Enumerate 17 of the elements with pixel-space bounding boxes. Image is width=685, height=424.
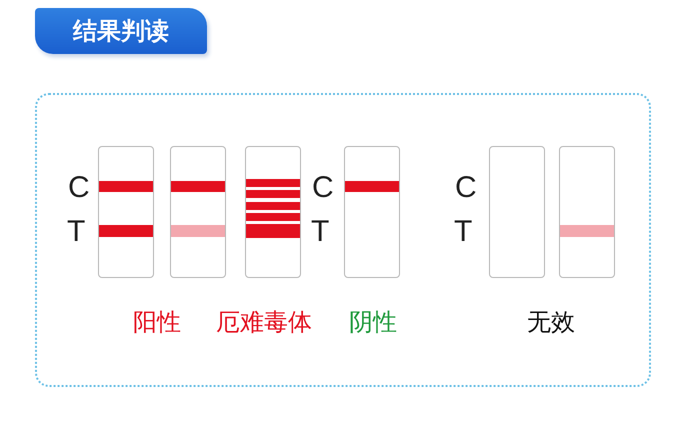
line-letter: C <box>455 173 477 203</box>
test-strip <box>245 146 301 278</box>
test-strip <box>489 146 545 278</box>
test-strip <box>98 146 154 278</box>
result-label: 阴性 <box>349 308 397 336</box>
line-letter: C <box>68 173 90 203</box>
line-letter: T <box>454 217 472 247</box>
line-letter: T <box>67 217 86 247</box>
line-letter: T <box>311 217 330 247</box>
result-label: 阳性 <box>133 308 181 336</box>
test-strip <box>170 146 226 278</box>
result-label: 无效 <box>527 308 575 336</box>
title-banner: 结果判读 <box>35 8 207 54</box>
line-letter: C <box>312 173 334 203</box>
result-label: 厄难毒体 <box>216 308 312 336</box>
test-strip <box>344 146 400 278</box>
test-strip <box>559 146 615 278</box>
